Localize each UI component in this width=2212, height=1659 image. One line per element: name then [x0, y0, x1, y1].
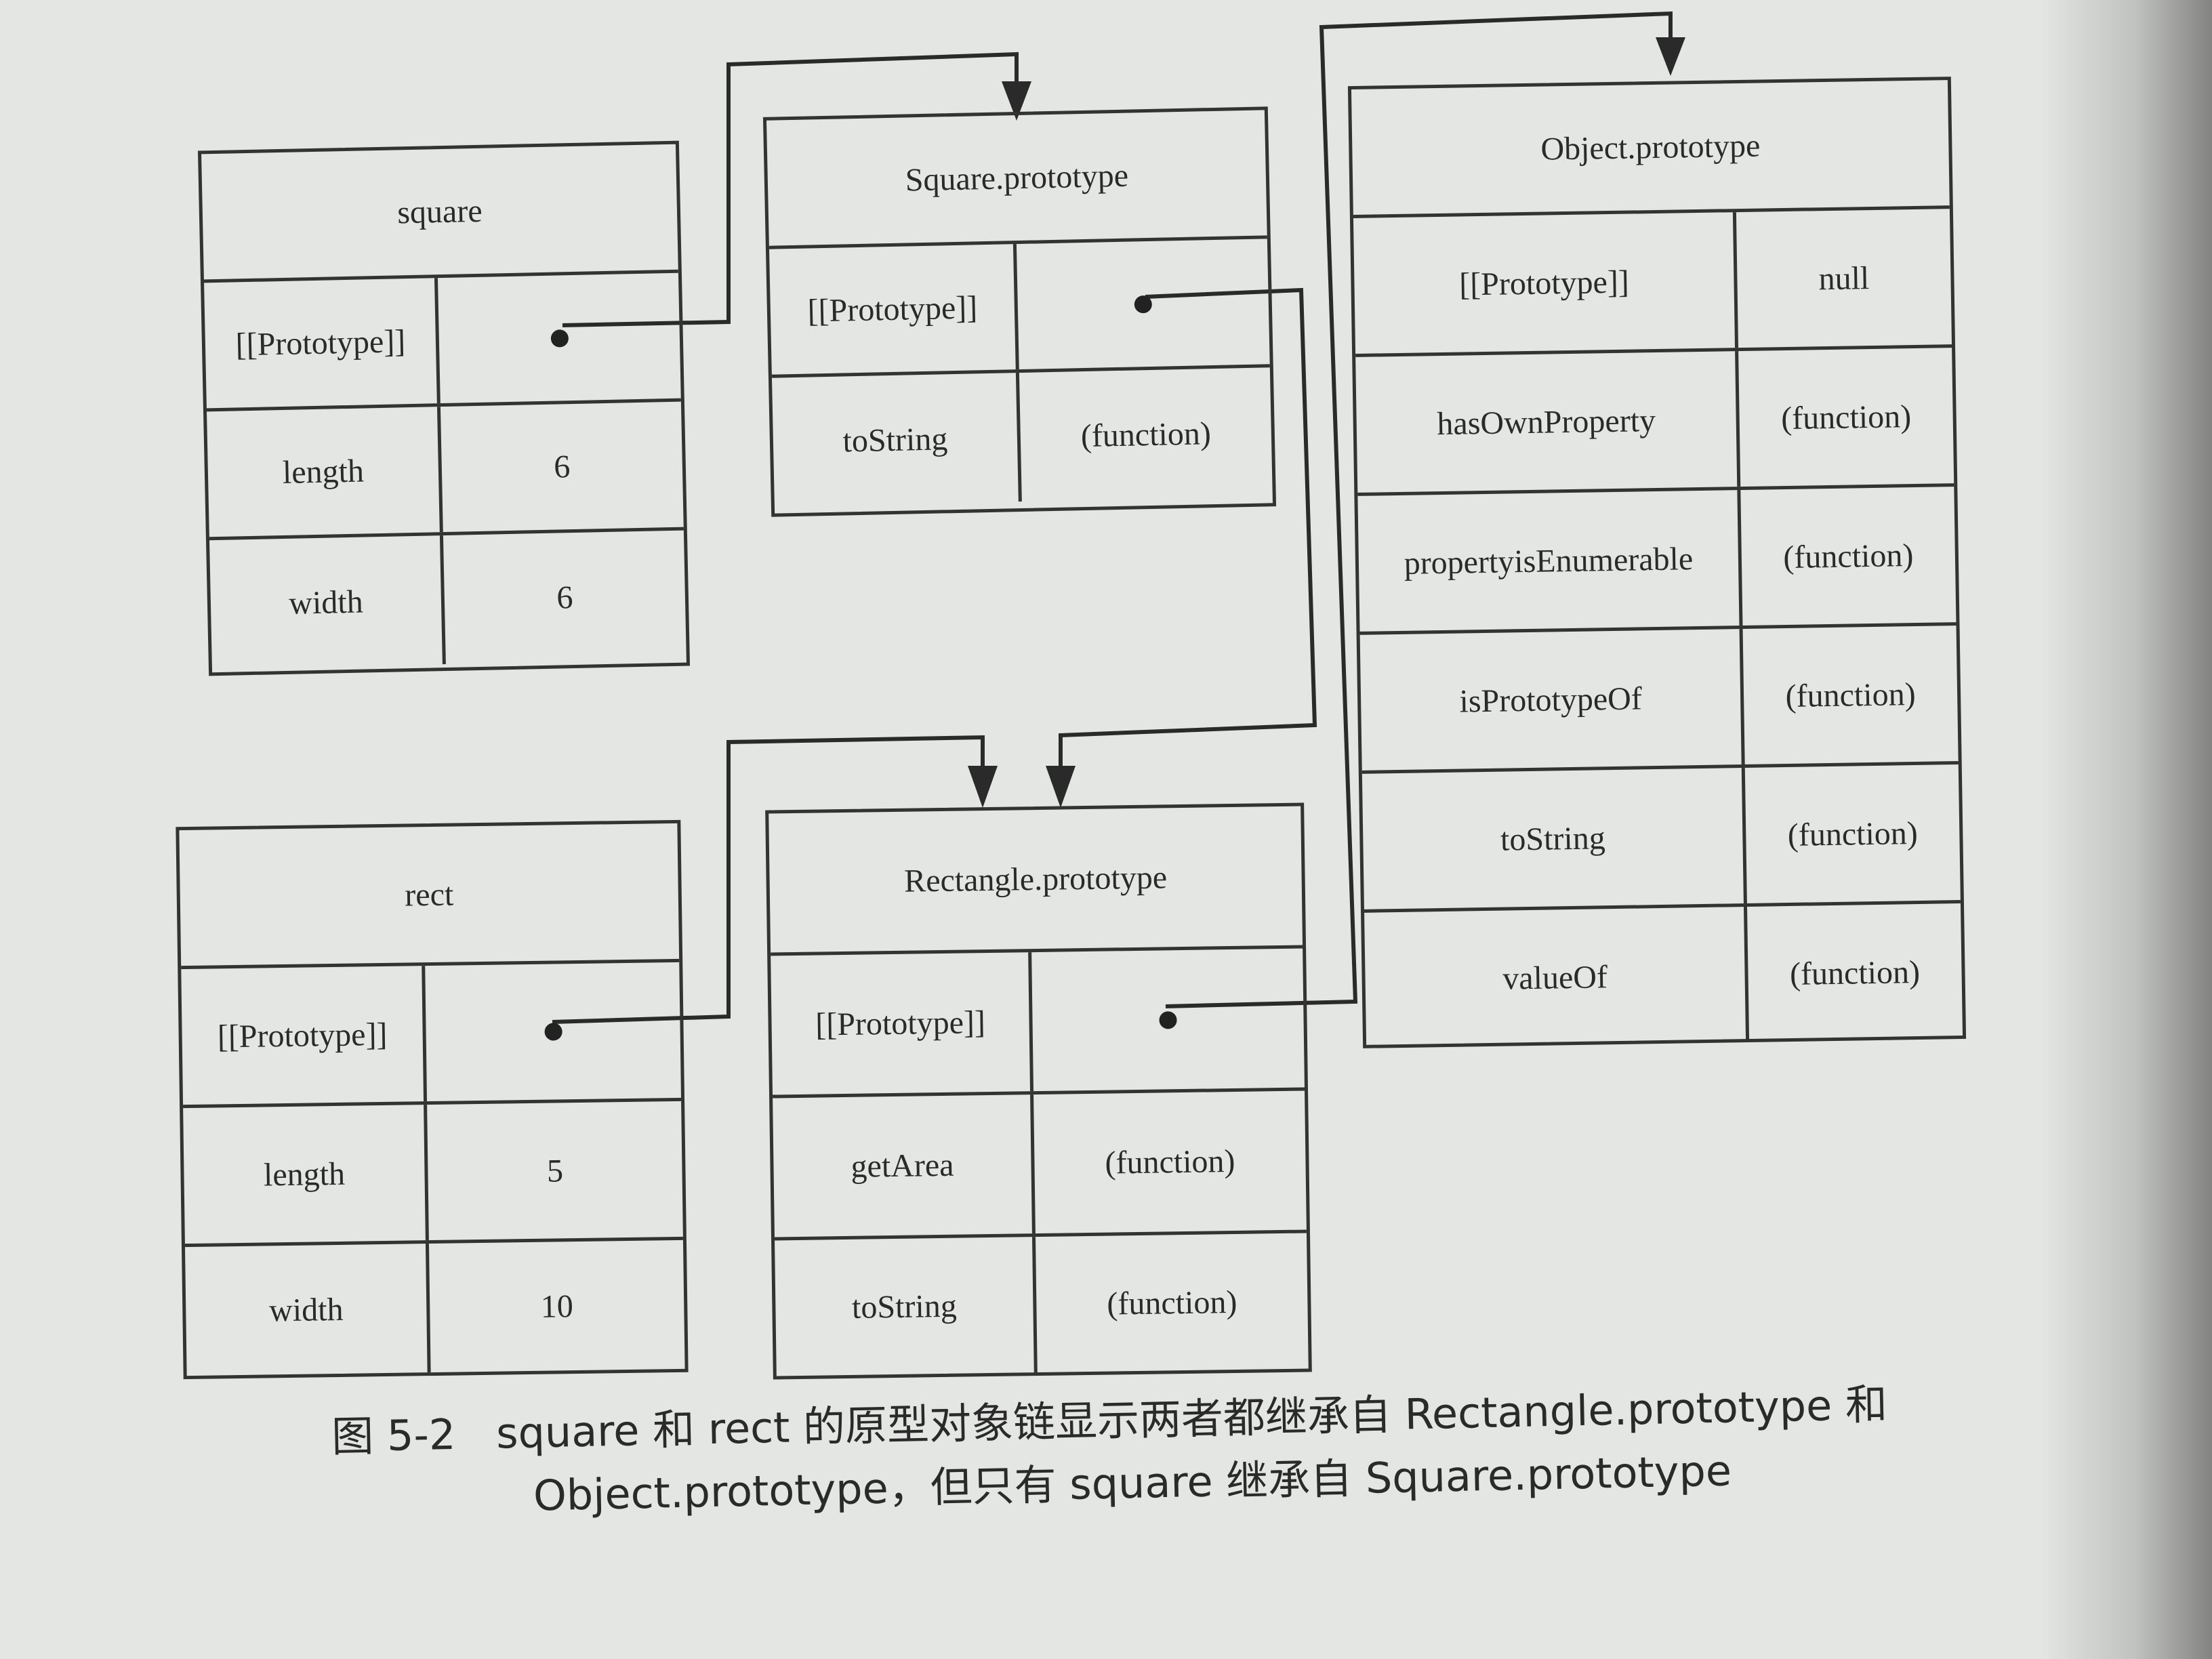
- row-value: (function): [1105, 1143, 1235, 1181]
- row-value: null: [1818, 260, 1870, 297]
- box-title: square: [201, 144, 678, 283]
- row-value: 10: [540, 1288, 574, 1325]
- row-key: width: [185, 1244, 431, 1376]
- arrowhead-object-prototype: [1656, 37, 1685, 76]
- row-prototype: [[Prototype]]: [771, 948, 1305, 1099]
- row-tostring: toString (function): [771, 367, 1273, 507]
- row-value: (function): [1080, 415, 1212, 454]
- page-shadow: [2040, 0, 2212, 1659]
- row-key: [[Prototype]]: [771, 952, 1034, 1095]
- box-square: square [[Prototype]] length 6 width 6: [197, 140, 691, 676]
- row-value: (function): [1107, 1284, 1237, 1322]
- row-key: toString: [771, 373, 1022, 507]
- pointer-dot: [544, 1023, 562, 1041]
- row-key: length: [183, 1105, 429, 1244]
- box-title: Rectangle.prototype: [769, 806, 1303, 956]
- row-value: (function): [1789, 954, 1921, 992]
- row-value: (function): [1783, 537, 1914, 575]
- box-title: rect: [179, 823, 680, 970]
- row-length: length 5: [183, 1101, 683, 1248]
- row-value: 6: [556, 579, 573, 616]
- row-value: [1031, 949, 1305, 1092]
- box-title: Object.prototype: [1351, 80, 1950, 218]
- box-rect: rect [[Prototype]] length 5 width 10: [176, 819, 689, 1380]
- arrowhead-square-prototype: [1002, 81, 1031, 121]
- box-object-prototype: Object.prototype [[Prototype]] null hasO…: [1347, 77, 1967, 1048]
- row-tostring: toString (function): [775, 1233, 1309, 1376]
- row-value: [1017, 239, 1270, 369]
- row-length: length 6: [207, 401, 684, 541]
- arrowhead-rectangle-prototype-left: [968, 766, 998, 808]
- row-prototype: [[Prototype]]: [204, 272, 681, 412]
- row-key: [[Prototype]]: [181, 966, 428, 1105]
- row-value: (function): [1780, 398, 1912, 436]
- row-prototype: [[Prototype]]: [181, 962, 682, 1109]
- row-key: toString: [1361, 767, 1747, 909]
- row-key: hasOwnProperty: [1355, 351, 1741, 493]
- row-key: [[Prototype]]: [1353, 212, 1739, 354]
- box-title: Square.prototype: [766, 110, 1267, 249]
- row-value: 5: [546, 1152, 564, 1189]
- row-getarea: getArea (function): [773, 1090, 1307, 1241]
- box-rectangle-prototype: Rectangle.prototype [[Prototype]] getAre…: [765, 802, 1312, 1380]
- row-hasownproperty: hasOwnProperty (function): [1355, 348, 1954, 496]
- row-value: [425, 962, 681, 1101]
- link-rectangle-prototype-to-object-prototype: [1165, 11, 1673, 1008]
- pointer-dot: [1159, 1010, 1177, 1029]
- row-key: width: [209, 535, 446, 670]
- row-key: [[Prototype]]: [204, 278, 441, 409]
- row-width: width 10: [185, 1240, 685, 1376]
- row-isprototypeof: isPrototypeOf (function): [1359, 626, 1959, 774]
- row-value: 6: [553, 449, 571, 485]
- pointer-dot: [1134, 295, 1153, 313]
- row-key: propertyisEnumerable: [1357, 490, 1743, 632]
- arrowhead-rectangle-prototype-right: [1046, 766, 1076, 808]
- row-prototype: [[Prototype]] null: [1353, 209, 1952, 357]
- row-key: toString: [775, 1237, 1038, 1376]
- row-propertyisenumerable: propertyisEnumerable (function): [1357, 487, 1957, 635]
- figure-number: 图 5-2: [331, 1409, 456, 1462]
- row-valueof: valueOf (function): [1364, 903, 1963, 1048]
- row-key: getArea: [773, 1094, 1036, 1237]
- row-value: (function): [1787, 815, 1919, 853]
- link-square-to-square-prototype: [562, 52, 1019, 327]
- link-rect-to-rectangle-prototype: [552, 735, 985, 1024]
- row-tostring: toString (function): [1361, 764, 1961, 913]
- pointer-dot: [550, 329, 569, 348]
- row-key: valueOf: [1364, 906, 1750, 1048]
- row-prototype: [[Prototype]]: [769, 239, 1270, 378]
- row-width: width 6: [209, 531, 687, 670]
- row-key: [[Prototype]]: [769, 244, 1019, 375]
- box-square-prototype: Square.prototype [[Prototype]] toString …: [762, 106, 1277, 517]
- row-key: length: [207, 407, 443, 537]
- row-value: (function): [1785, 676, 1916, 714]
- row-value: [438, 273, 681, 403]
- row-key: isPrototypeOf: [1359, 629, 1745, 771]
- link-square-prototype-to-rectangle-prototype: [1059, 287, 1317, 779]
